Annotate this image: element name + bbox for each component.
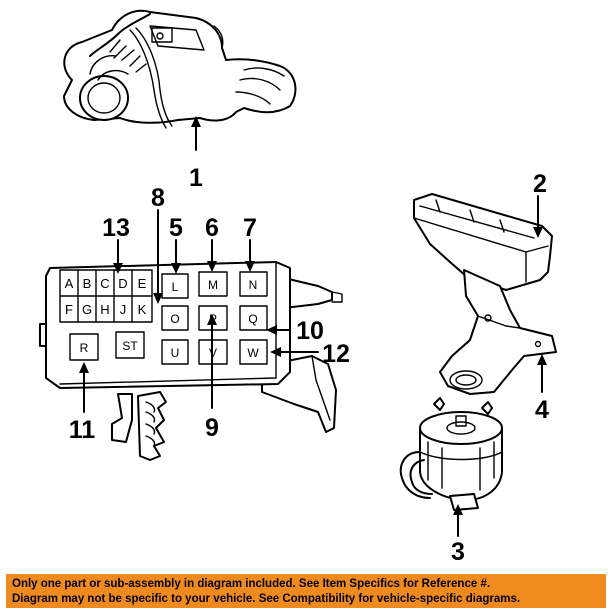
relay-cell-u: U: [171, 346, 180, 360]
fuse-cell-j: J: [120, 302, 127, 317]
callout-6: 6: [205, 214, 219, 242]
fuse-cell-k: K: [138, 302, 147, 317]
callout-10: 10: [296, 317, 324, 345]
small-cell-grid: A B C D E F G H J K: [59, 269, 153, 323]
fuse-cell-h: H: [100, 302, 109, 317]
part-1-blower-housing: [63, 9, 297, 129]
leader-lines: [79, 116, 547, 537]
relay-cell-r: R: [80, 341, 89, 355]
callout-labels: 1 2 3 4 5 6 7 8 9 10 11 12 13: [69, 164, 549, 566]
relay-cell-o: O: [170, 312, 179, 326]
relay-cell-st: ST: [122, 339, 138, 353]
fuse-cell-g: G: [82, 302, 92, 317]
callout-12: 12: [322, 340, 350, 368]
callout-2: 2: [533, 170, 547, 198]
relay-cell-q: Q: [248, 312, 257, 326]
fuse-block: A B C D E F G H J K L M N O P Q R: [39, 261, 343, 461]
relay-cell-w: W: [247, 346, 259, 360]
relay-cell-n: N: [249, 278, 258, 292]
callout-8: 8: [151, 184, 165, 212]
callout-9: 9: [205, 414, 219, 442]
callout-3: 3: [451, 538, 465, 566]
part-3-blower-motor: [399, 397, 503, 511]
fuse-cell-d: D: [118, 276, 127, 291]
callout-5: 5: [169, 214, 183, 242]
callout-1: 1: [189, 164, 203, 192]
part-2-inlet-box: [413, 193, 553, 291]
callout-4: 4: [535, 396, 549, 424]
disclaimer-line-2: Diagram may not be specific to your vehi…: [12, 592, 521, 605]
disclaimer-banner: Only one part or sub-assembly in diagram…: [6, 574, 606, 608]
fuse-cell-f: F: [65, 302, 73, 317]
callout-11: 11: [69, 416, 96, 444]
relay-cell-l: L: [172, 280, 179, 294]
fuse-cell-b: B: [83, 276, 92, 291]
fuse-cell-a: A: [65, 276, 74, 291]
callout-13: 13: [102, 214, 130, 242]
disclaimer-line-1: Only one part or sub-assembly in diagram…: [12, 578, 491, 590]
fuse-cell-c: C: [100, 276, 109, 291]
parts-diagram: A B C D E F G H J K L M N O P Q R: [39, 9, 557, 566]
relay-cell-m: M: [208, 278, 218, 292]
callout-7: 7: [243, 214, 257, 242]
fuse-cell-e: E: [138, 276, 147, 291]
part-4-bracket: [439, 269, 557, 395]
